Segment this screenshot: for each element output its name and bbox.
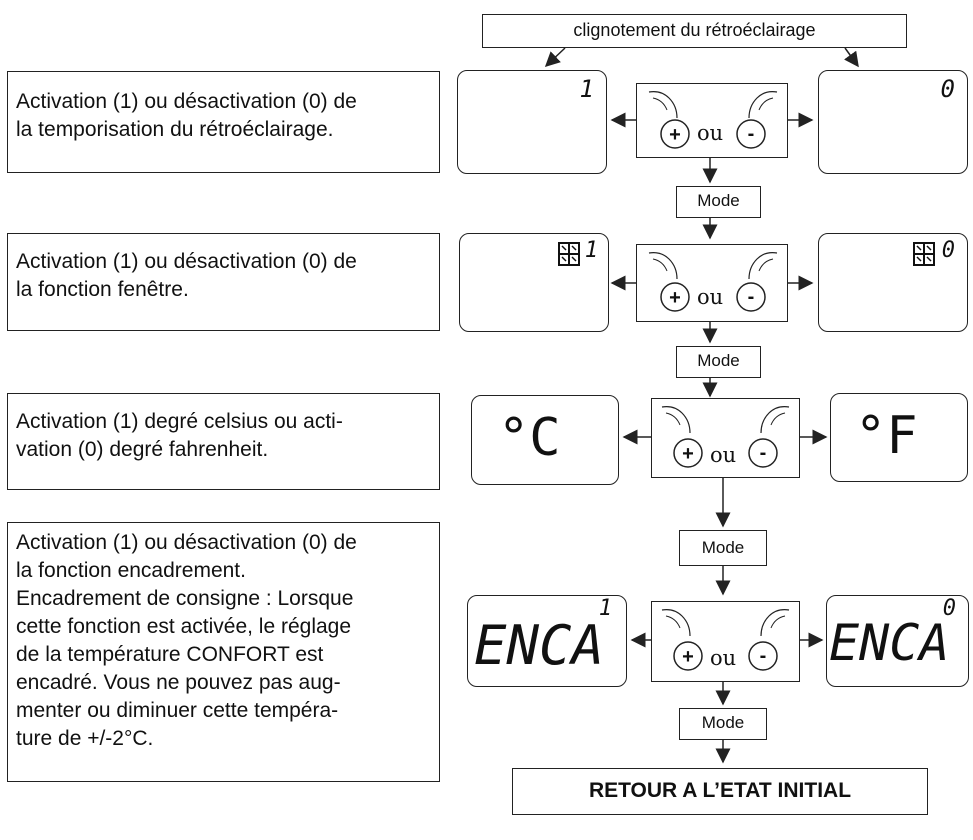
lcd-unit: °C (498, 408, 561, 468)
lcd-framing-off: ENCA 0 (826, 595, 969, 687)
mode-button-3[interactable]: Mode (679, 530, 767, 566)
lcd-text: ENCA (474, 614, 605, 677)
control-plus-minus-1: + ou - (636, 83, 788, 158)
lcd-text: ENCA (829, 614, 950, 672)
lcd-backlight-off: 0 (818, 70, 968, 174)
hand-minus-icon[interactable]: - (743, 403, 795, 473)
control-plus-minus-4: + ou - (651, 601, 800, 682)
lcd-fahrenheit: °F (830, 393, 968, 482)
backlight-blink-label: clignotement du rétroéclairage (573, 20, 816, 40)
lcd-window-off: 0 (818, 233, 968, 332)
minus-symbol: - (748, 286, 755, 308)
hand-minus-icon[interactable]: - (731, 88, 783, 154)
plus-symbol: + (669, 124, 681, 146)
lcd-backlight-on: 1 (457, 70, 607, 174)
description-setpoint-framing: Activation (1) ou désactivation (0) de l… (7, 522, 440, 782)
ou-label: ou (710, 443, 737, 467)
description-temperature-unit: Activation (1) degré celsius ou acti- va… (7, 393, 440, 490)
backlight-blink-label-box: clignotement du rétroéclairage (482, 14, 907, 48)
lcd-digit: 1 (579, 75, 594, 103)
window-icon (558, 242, 580, 266)
lcd-digit: 1 (584, 238, 598, 263)
description-backlight-timer: Activation (1) ou désactivation (0) de l… (7, 71, 440, 173)
hand-plus-icon[interactable]: + (643, 249, 695, 317)
hand-plus-icon[interactable]: + (656, 606, 708, 676)
lcd-digit: 0 (940, 75, 955, 103)
minus-symbol: - (748, 123, 755, 145)
minus-symbol: - (760, 442, 767, 464)
window-icon (913, 242, 935, 266)
minus-symbol: - (760, 645, 767, 667)
hand-plus-icon[interactable]: + (643, 88, 695, 154)
lcd-unit: °F (855, 406, 918, 466)
lcd-framing-on: ENCA 1 (467, 595, 627, 687)
control-plus-minus-2: + ou - (636, 244, 788, 322)
lcd-celsius: °C (471, 395, 619, 485)
plus-symbol: + (669, 287, 681, 309)
mode-button-4[interactable]: Mode (679, 708, 767, 740)
lcd-digit: 1 (598, 596, 612, 621)
control-plus-minus-3: + ou - (651, 398, 800, 478)
plus-symbol: + (682, 646, 694, 668)
hand-plus-icon[interactable]: + (656, 403, 708, 473)
hand-minus-icon[interactable]: - (743, 606, 795, 676)
return-initial-state: RETOUR A L’ETAT INITIAL (512, 768, 928, 815)
lcd-window-on: 1 (459, 233, 609, 332)
plus-symbol: + (682, 443, 694, 465)
lcd-digit: 0 (941, 238, 955, 263)
mode-button-1[interactable]: Mode (676, 186, 761, 218)
lcd-digit: 0 (942, 596, 956, 621)
ou-label: ou (697, 121, 724, 145)
hand-minus-icon[interactable]: - (731, 249, 783, 317)
ou-label: ou (710, 646, 737, 670)
ou-label: ou (697, 285, 724, 309)
description-window-function: Activation (1) ou désactivation (0) de l… (7, 233, 440, 331)
mode-button-2[interactable]: Mode (676, 346, 761, 378)
